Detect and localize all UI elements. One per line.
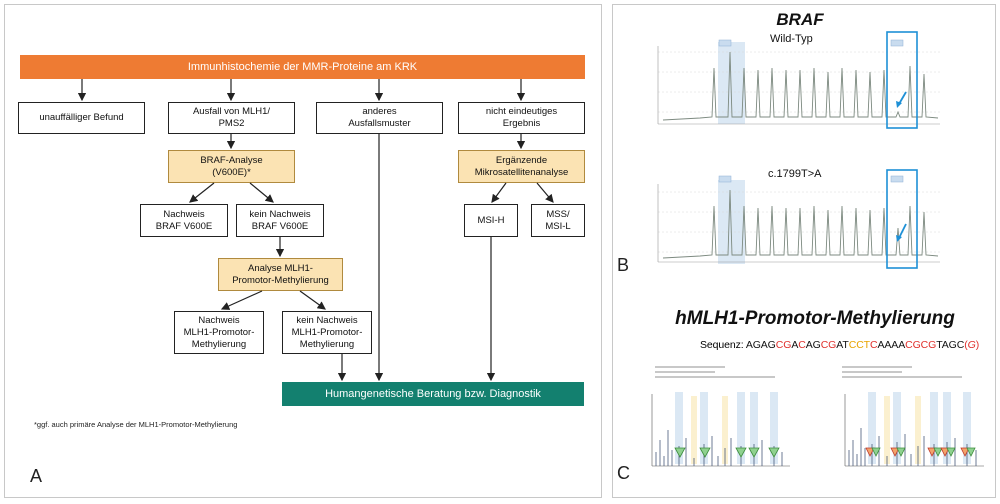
sequence-segment: ( <box>964 339 968 351</box>
sequence-line: Sequenz: AGAGCGACAGCGATCCTCAAAACGCGTAGC(… <box>700 339 979 351</box>
sequence-segment: CG <box>820 339 837 351</box>
box-nachweis-braf: Nachweis BRAF V600E <box>140 204 228 237</box>
sequence-segment: ) <box>975 339 980 351</box>
sequence-segment: AT <box>836 339 849 351</box>
beratung-bottom-bar: Humangenetische Beratung bzw. Diagnostik <box>282 382 584 406</box>
box-kein-nachweis-braf: kein Nachweis BRAF V600E <box>236 204 324 237</box>
sequence-segment: C <box>798 339 806 351</box>
mlh1-title: hMLH1-Promotor-Methylierung <box>675 308 955 329</box>
mutation-trace <box>657 169 940 269</box>
sequence-segment: TAGC <box>936 339 965 351</box>
box-mss-msi-l: MSS/ MSI-L <box>531 204 585 237</box>
panel-a-letter: A <box>30 466 43 486</box>
sequence-segment: CGCG <box>905 339 937 351</box>
sequence-segment: A <box>791 339 799 351</box>
box-unauffaelliger-befund: unauffälliger Befund <box>18 102 145 134</box>
sequence-prefix: Sequenz: <box>700 339 746 351</box>
box-msi-h: MSI-H <box>464 204 518 237</box>
sequence-segment: C <box>870 339 878 351</box>
box-ausfall-mlh1: Ausfall von MLH1/ PMS2 <box>168 102 295 134</box>
mutation-label: c.1799T>A <box>768 168 822 180</box>
sequence-segment: AGAG <box>745 339 776 351</box>
box-anderes-ausfallsmuster: anderes Ausfallsmuster <box>316 102 443 134</box>
box-analyse-mlh1: Analyse MLH1- Promotor-Methylierung <box>218 258 343 291</box>
box-nachweis-mlh1: Nachweis MLH1-Promotor- Methylierung <box>174 311 264 354</box>
panel-a-frame <box>4 4 602 498</box>
pyrogram-right <box>842 366 984 467</box>
panel-c-letter: C <box>617 463 630 483</box>
box-kein-nachweis-mlh1: kein Nachweis MLH1-Promotor- Methylierun… <box>282 311 372 354</box>
sequence-segment: CG <box>775 339 792 351</box>
wild-typ-label: Wild-Typ <box>770 33 813 45</box>
box-mikrosatellitenanalyse: Ergänzende Mikrosatellitenanalyse <box>458 150 585 183</box>
sequence-segment: AG <box>805 339 821 351</box>
braf-title: BRAF <box>776 10 824 29</box>
box-nicht-eindeutig: nicht eindeutiges Ergebnis <box>458 102 585 134</box>
sequence-bases: AGAGCGACAGCGATCCTCAAAACGCGTAGC(G) <box>746 339 979 351</box>
ihc-top-bar: Immunhistochemie der MMR-Proteine am KRK <box>20 55 585 79</box>
panel-b-letter: B <box>617 255 630 275</box>
sequence-segment: AAAA <box>877 339 906 351</box>
box-braf-analyse: BRAF-Analyse (V600E)* <box>168 150 295 183</box>
wild-typ-trace <box>657 31 940 129</box>
footnote: *ggf. auch primäre Analyse der MLH1-Prom… <box>34 420 238 429</box>
pyrogram-left <box>651 366 790 467</box>
sequence-segment: G <box>967 339 976 351</box>
sequence-segment: CCT <box>848 339 870 351</box>
